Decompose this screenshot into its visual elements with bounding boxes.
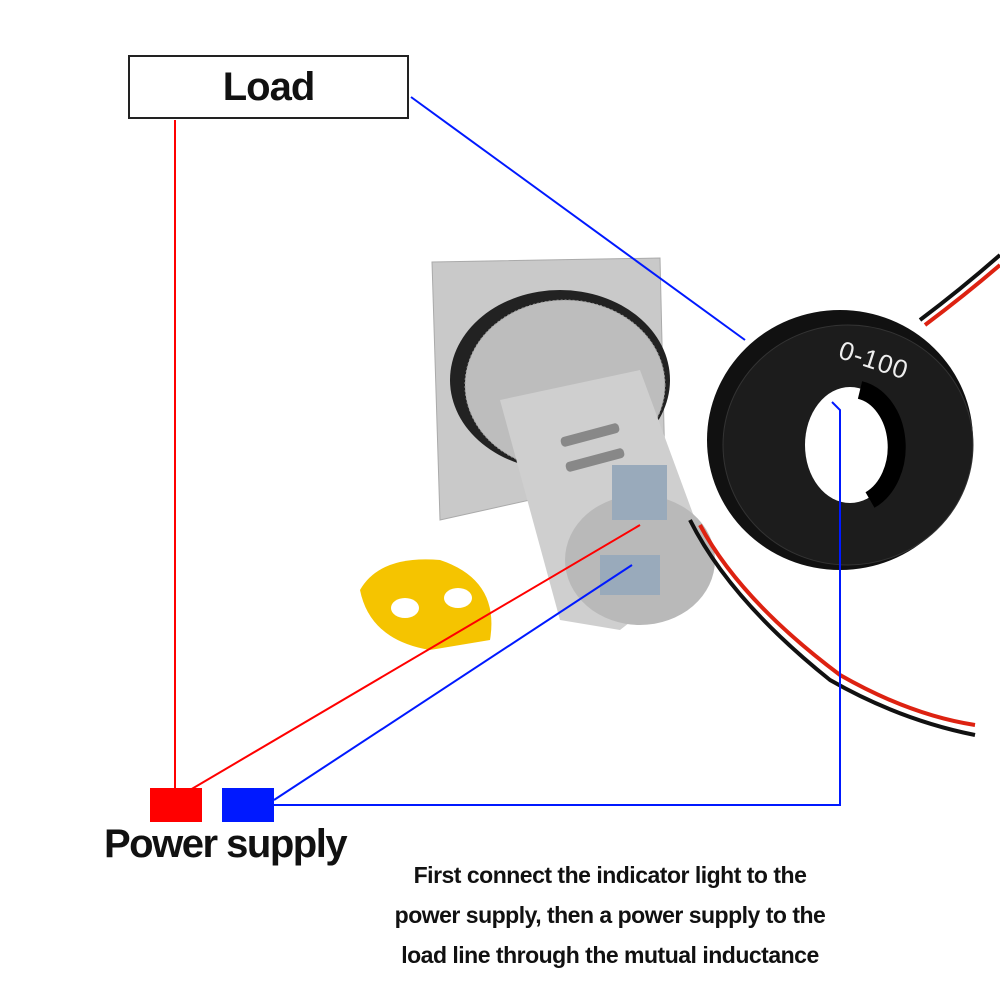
ring-cable-red	[923, 263, 1000, 327]
terminal-screw-top	[612, 465, 667, 520]
power-supply-neutral-terminal	[222, 788, 274, 822]
ring-cable-black	[918, 253, 1000, 322]
terminal-screw-bottom	[600, 555, 660, 595]
wire-supply-to-terminal-blue	[273, 564, 633, 801]
instruction-line: power supply, then a power supply to the	[394, 902, 826, 928]
power-supply-label: Power supply	[104, 822, 348, 866]
wire-load-to-ring	[410, 96, 746, 341]
wire-supply-through-ring	[274, 401, 841, 806]
load-label: Load	[222, 64, 316, 109]
mounting-clip	[360, 559, 492, 650]
instruction-text: First connect the indicator light to the…	[370, 855, 850, 975]
load-box: Load	[128, 55, 409, 119]
power-supply-live-terminal	[150, 788, 202, 822]
indicator-light	[431, 257, 976, 737]
wire-supply-to-terminal-red	[189, 524, 641, 791]
instruction-line: load line through the mutual inductance	[401, 942, 819, 968]
instruction-line: First connect the indicator light to the	[413, 862, 807, 888]
